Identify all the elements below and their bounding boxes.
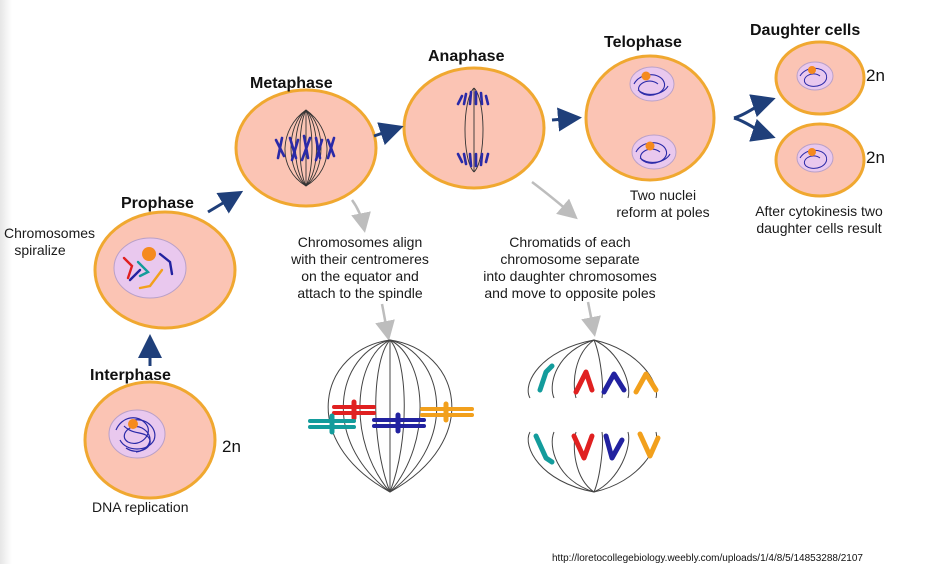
- arrow-to-daughter-top: [733, 94, 776, 120]
- grey-arrow-metaphase-detail: [375, 303, 395, 341]
- anaphase-cell: [402, 66, 546, 190]
- grey-arrows: [350, 181, 601, 341]
- note-line: on the equator and: [301, 268, 419, 284]
- metaphase-title: Metaphase: [250, 75, 333, 92]
- detail-chromosomes-metaphase: [308, 399, 474, 435]
- grey-arrow-metaphase: [350, 199, 371, 233]
- dna-replication-note: DNA replication: [92, 499, 189, 515]
- note-line: reform at poles: [616, 204, 710, 220]
- arrow-to-daughter-bottom: [733, 116, 776, 142]
- anaphase-detail-spindle: [527, 339, 661, 493]
- detail-chromatids-bottom: [533, 431, 661, 465]
- anaphase-title: Anaphase: [428, 48, 505, 65]
- aligned-chromosomes: [274, 134, 336, 162]
- separating-chromatids-top: [456, 90, 490, 106]
- chromatin-tangle: [115, 417, 156, 453]
- note-line: spiralize: [14, 242, 66, 258]
- metaphase-cell: [234, 88, 378, 208]
- telophase-title: Telophase: [604, 34, 682, 51]
- arrow-anaphase-to-telophase: [551, 107, 582, 132]
- cytokinesis-description: After cytokinesis two daughter cells res…: [744, 203, 894, 237]
- prophase-cell: [93, 210, 237, 330]
- flow-arrows: [138, 94, 776, 366]
- telophase-description: Two nuclei reform at poles: [608, 187, 718, 221]
- note-line: with their centromeres: [291, 251, 429, 267]
- anaphase-description: Chromatids of each chromosome separate i…: [470, 234, 670, 302]
- grey-arrow-anaphase: [531, 181, 578, 220]
- grey-arrow-anaphase-detail: [581, 301, 601, 337]
- note-line: daughter cells result: [756, 220, 882, 236]
- telophase-cell: [584, 54, 716, 182]
- daughter-cell-top: [774, 40, 866, 116]
- ploidy-daughter-bottom: 2n: [866, 148, 885, 167]
- ploidy-daughter-top: 2n: [866, 66, 885, 85]
- note-line: attach to the spindle: [297, 285, 423, 301]
- note-line: Chromosomes: [4, 225, 96, 241]
- note-line: Two nuclei: [629, 187, 697, 203]
- interphase-title: Interphase: [90, 367, 171, 384]
- metaphase-description: Chromosomes align with their centromeres…: [280, 234, 440, 302]
- note-line: After cytokinesis two: [755, 203, 883, 219]
- note-line: Chromatids of each: [509, 234, 631, 250]
- condensing-chromosomes: [122, 252, 174, 290]
- note-line: and move to opposite poles: [484, 285, 656, 301]
- daughter-cell-bottom: [774, 122, 866, 198]
- prophase-title: Prophase: [121, 195, 194, 212]
- spiralize-note: Chromosomes spiralize: [4, 225, 96, 259]
- arrow-prophase-to-metaphase: [207, 190, 244, 214]
- ploidy-interphase: 2n: [222, 437, 241, 456]
- metaphase-detail-spindle: [308, 339, 474, 493]
- note-line: Chromosomes align: [297, 234, 423, 250]
- left-shadow: [0, 0, 12, 564]
- note-line: into daughter chromosomes: [483, 268, 657, 284]
- separating-chromatids-bottom: [456, 152, 490, 168]
- arrow-metaphase-to-anaphase: [373, 122, 404, 146]
- interphase-cell: [83, 380, 217, 500]
- detail-chromatids-top: [537, 363, 659, 395]
- note-line: chromosome separate: [500, 251, 640, 267]
- daughter-cells-title: Daughter cells: [750, 22, 861, 39]
- source-url: http://loretocollegebiology.weebly.com/u…: [552, 553, 863, 564]
